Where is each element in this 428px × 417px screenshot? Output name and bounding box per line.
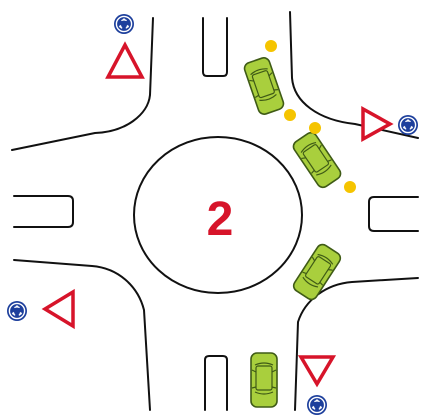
car-south-east-circulating xyxy=(290,241,344,303)
indicator-light xyxy=(284,109,296,121)
traffic-islands xyxy=(13,17,419,411)
car-north-exit xyxy=(242,55,286,117)
warning-triangle-top-left xyxy=(105,41,145,79)
give-way-triangle-left xyxy=(41,288,75,330)
indicator-light xyxy=(344,181,356,193)
indicator-light xyxy=(265,40,277,52)
roundabout-sign-top-left xyxy=(113,13,135,35)
roundabout-number: 2 xyxy=(207,193,234,246)
car-south-entry xyxy=(250,352,278,408)
give-way-triangle-right xyxy=(361,106,394,142)
central-island xyxy=(133,136,303,294)
car-east-exit xyxy=(290,129,344,191)
give-way-triangle-bottom xyxy=(297,355,337,388)
roundabout-sign-left xyxy=(6,300,28,322)
roundabout-sign-bottom xyxy=(306,394,328,416)
indicator-light xyxy=(309,122,321,134)
roundabout-sign-right xyxy=(397,114,419,136)
road-edges xyxy=(11,11,419,411)
